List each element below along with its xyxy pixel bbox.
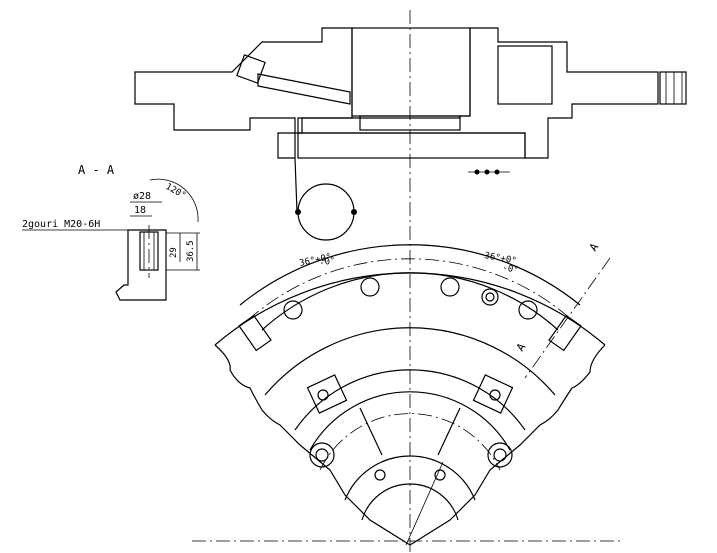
left-flange-section [134,27,353,159]
thread-note: 2gouri M20-6H [22,219,100,230]
detail-circle [297,183,355,241]
dim-29: 29 [169,247,179,258]
section-label: A - A [78,163,115,177]
section-a-a-detail: A - A 120° ø28 18 2gouri M20-6H 29 36.5 [22,163,200,301]
plan-view: A A 36°+0° -0° 36°+0° -0° [192,241,620,546]
oil-channel [257,73,351,105]
central-bore [351,27,471,117]
right-flange-section [297,27,659,159]
cut-mark-top: A [587,241,602,254]
section-view [134,10,687,553]
inner-depth-label: 18 [134,205,146,216]
tolerance-right-lower: -0° [501,263,519,276]
cut-mark-bottom: A [514,341,529,354]
tolerance-left-lower: -0° [319,256,337,269]
angle-label: 120° [164,182,188,202]
plug-fitting [236,54,266,84]
right-recess [497,45,553,105]
diameter-label: ø28 [133,191,151,202]
detail-body [115,229,167,301]
hub-opening [297,132,526,159]
dim-36-5: 36.5 [186,240,196,262]
lower-bore [359,115,461,131]
end-stop [659,71,687,105]
